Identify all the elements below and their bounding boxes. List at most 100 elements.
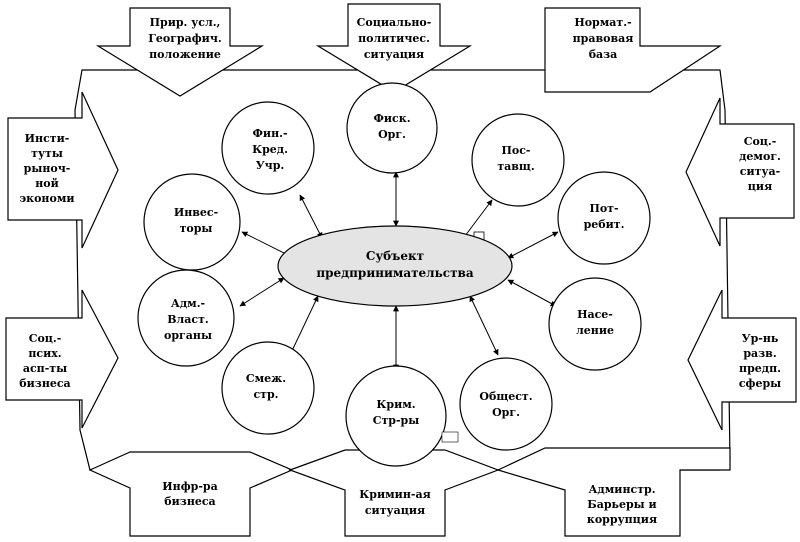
factor-right-1-line4: ция [748,180,772,193]
connectors [239,171,559,371]
connector-fin-kred [299,194,323,239]
connector-postavsch [461,199,493,241]
svg-text:Пот-ребит.: Пот-ребит. [584,202,625,231]
factor-top-1-line1: Прир. усл., [150,16,221,29]
svg-text:Фин.-Кред.Учр.: Фин.- Кред. Учр. [252,127,288,172]
factor-left-1-line4: ной [35,177,59,190]
actor-investory-line1: Инвес- [174,206,218,219]
svg-text:Адм.-Власт.органы: Адм.-Власт.органы [164,297,212,342]
actor-adm-vlast: Адм.-Власт.органы [137,269,235,367]
actor-naselenie-line2: ление [576,324,614,337]
factor-right-2-line4: сферы [739,377,781,390]
svg-text:Соц.-демог.ситуа-ция: Соц.-демог.ситуа-ция [739,135,781,193]
actor-potrebit-line2: ребит. [584,218,625,231]
factor-bottom-1: Инфр-ра бизнеса [88,451,294,537]
actor-adm-vlast-line3: органы [164,329,212,342]
factor-left-2-line1: Соц.- [29,332,62,345]
factor-right-1: Соц.-демог.ситуа-ция [685,97,795,247]
actor-postavsch-line2: тавщ. [497,160,534,173]
connector-smezh [289,295,319,356]
factor-left-1: Инсти-туты рыноч-ной экономи [7,91,119,249]
factor-right-2-line1: Ур-нь [742,332,779,345]
actor-smezh-line2: стр. [253,388,278,401]
factor-left-2-line2: псих. [28,347,61,360]
factor-right-2-line2: разв. [743,347,776,360]
actor-adm-vlast-line2: Власт. [167,313,209,326]
connector-obschest [469,295,499,356]
actor-fin-kred-line1: Фин.- [252,127,287,140]
factor-bottom-2: Кримин-ая ситуация [288,449,500,537]
actor-postavsch-line1: Пос- [502,144,531,157]
connector-investory [241,231,291,257]
factor-top-2-line3: ситуация [364,48,424,61]
center-line2: предпринимательства [316,266,474,280]
actor-fisk-line2: Орг. [378,128,406,141]
factor-bottom-2-line1: Кримин-ая [359,488,430,501]
center-line1: Субъект [366,249,424,263]
factor-top-3-line3: база [589,48,618,61]
svg-text:Смеж.стр.: Смеж. стр. [246,372,286,401]
factor-bottom-1-line1: Инфр-ра [162,480,217,493]
actor-potrebit: Пот-ребит. [557,171,651,265]
factor-right-1-line3: ситуа- [740,165,780,178]
actor-obschest-line1: Общест. [479,390,532,403]
factor-top-3-line2: правовая [573,32,634,45]
factor-top-3: Нормат.- правовая база [544,7,723,93]
factor-bottom-3-line3: коррупция [587,513,657,526]
factor-bottom-1-line2: бизнеса [164,495,215,508]
svg-text:Фиск.Орг.: Фиск. Орг. [373,112,410,141]
actor-fisk: Фиск. Орг. [346,82,438,174]
actor-investory: Инвес-торы [143,173,241,271]
factor-top-2-line1: Социально- [357,16,432,29]
actor-smezh-line1: Смеж. [246,372,286,385]
factor-left-1-line2: туты [31,147,63,160]
actor-postavsch: Пос-тавщ. [471,113,565,207]
actor-potrebit-line1: Пот- [589,202,618,215]
actor-obschest: Общест. Орг. [459,357,553,451]
svg-text:Насе-ление: Насе-ление [576,308,614,337]
connector-adm-vlast [239,277,285,307]
actor-fisk-line1: Фиск. [373,112,410,125]
actor-smezh: Смеж. стр. [221,341,315,435]
factor-top-3-line1: Нормат.- [574,16,631,29]
svg-text:Крим.Стр-ры: Крим.Стр-ры [373,398,420,427]
factor-top-2-line2: политичес. [358,32,430,45]
factor-right-2: Ур-нь разв. предп. сферы [687,289,797,431]
factor-left-2-line4: бизнеса [19,377,70,390]
actor-investory-line2: торы [180,222,213,235]
factor-bottom-2-line2: ситуация [365,504,425,517]
actor-krim-line2: Стр-ры [373,414,420,427]
factor-left-1-line5: экономи [19,192,74,205]
factor-left-1-line3: рыноч- [24,162,71,175]
svg-text:Инвес-торы: Инвес-торы [174,206,218,235]
svg-text:Общест.Орг.: Общест. Орг. [479,390,532,419]
stray-box [441,431,459,443]
svg-text:Пос-тавщ.: Пос-тавщ. [497,144,534,173]
center-node: Субъект предпринимательства [277,225,513,307]
actor-fin-kred-line2: Кред. [252,143,288,156]
svg-text:Социально-политичес.ситуация: Социально-политичес. ситуация [357,16,432,61]
connector-naselenie [507,279,557,307]
svg-text:Прир. усл.,Географич.положени: Прир. усл., Географич. положение [148,16,221,61]
connector-potrebit [507,231,559,259]
factor-right-1-line1: Соц.- [744,135,777,148]
factor-top-1-line2: Географич. [148,32,221,45]
actor-obschest-line2: Орг. [492,406,520,419]
actor-fin-kred-line3: Учр. [256,159,285,172]
actor-fin-kred: Фин.- Кред. Учр. [221,101,315,195]
factor-right-2-line3: предп. [739,362,781,375]
factor-top-1-line3: положение [149,48,221,61]
actor-naselenie-line1: Насе- [577,308,613,321]
factor-bottom-3-line1: Админстр. [588,483,655,496]
factor-left-1-line1: Инсти- [25,132,70,145]
